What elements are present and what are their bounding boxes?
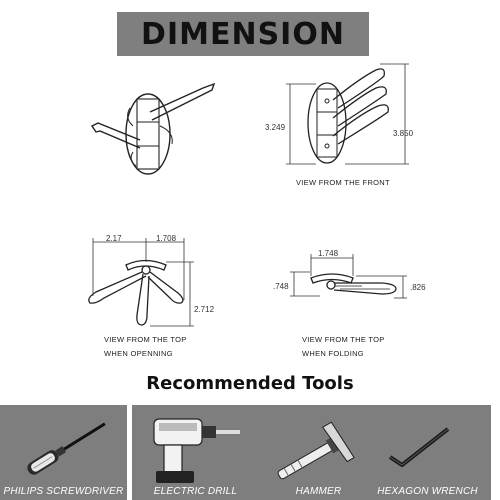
page-title: DIMENSION (141, 16, 345, 52)
front-view-drawing (307, 68, 389, 164)
title-banner: DIMENSION (117, 12, 369, 56)
top-open-caption: VIEW FROM THE TOP WHEN OPENNING (104, 333, 187, 361)
top-open-view-dimensions (92, 238, 194, 327)
top-fold-view-dimensions (290, 254, 407, 299)
screwdriver-icon (27, 422, 106, 475)
front-view-caption: VIEW FROM THE FRONT (296, 178, 390, 187)
tool-card-hex-wrench: HEXAGON WRENCH (364, 405, 491, 500)
top-open-length-label: 2.712 (194, 305, 215, 314)
top-fold-depth-left-label: .748 (273, 282, 289, 291)
top-open-width-left-label: 2.17 (106, 234, 122, 243)
tool-card-screwdriver: PHILIPS SCREWDRIVER (0, 405, 127, 500)
top-open-view-drawing (88, 259, 184, 326)
top-open-caption-line1: VIEW FROM THE TOP (104, 335, 187, 344)
tool-label-drill: ELECTRIC DRILL (153, 486, 238, 497)
tool-card-drill: ELECTRIC DRILL (132, 405, 259, 500)
tool-label-screwdriver: PHILIPS SCREWDRIVER (3, 486, 124, 497)
top-fold-caption-line2: WHEN FOLDING (302, 349, 364, 358)
perspective-hook-drawing (90, 82, 216, 175)
top-fold-caption-line1: VIEW FROM THE TOP (302, 335, 385, 344)
dimension-diagrams: 3.249 3.850 2.17 1.708 2.712 (88, 63, 426, 327)
tool-card-hammer: HAMMER (255, 405, 382, 500)
hex-wrench-icon (388, 427, 450, 467)
top-open-width-right-label: 1.708 (156, 234, 177, 243)
top-fold-caption: VIEW FROM THE TOP WHEN FOLDING (302, 333, 385, 361)
top-fold-view-drawing (310, 273, 397, 295)
tools-heading: Recommended Tools (146, 373, 354, 394)
tool-label-hex-wrench: HEXAGON WRENCH (377, 486, 478, 497)
tool-label-hammer: HAMMER (295, 486, 342, 497)
top-open-caption-line2: WHEN OPENNING (104, 349, 173, 358)
drill-icon (153, 418, 240, 483)
top-fold-depth-right-label: .826 (410, 283, 426, 292)
top-fold-width-label: 1.748 (318, 249, 339, 258)
front-height-inner-label: 3.249 (265, 123, 286, 132)
hammer-icon (277, 421, 355, 480)
front-view-dimensions (286, 63, 409, 165)
front-height-outer-label: 3.850 (393, 129, 414, 138)
